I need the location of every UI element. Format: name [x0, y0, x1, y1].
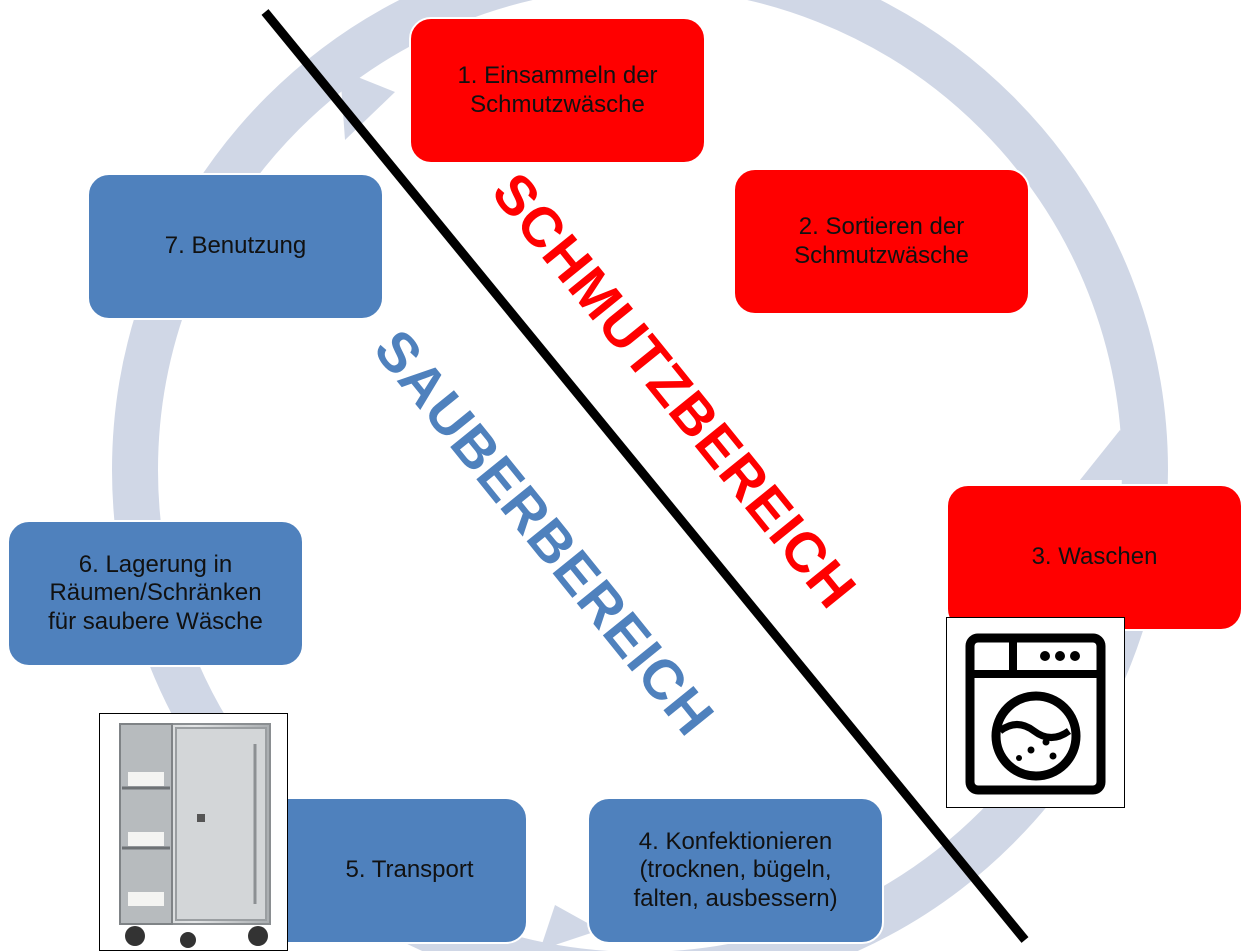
step-1-box: 1. Einsammeln der Schmutzwäsche	[409, 17, 706, 164]
step-6-box: 6. Lagerung in Räumen/Schränken für saub…	[7, 520, 304, 667]
cycle-arrowhead	[340, 70, 395, 140]
step-4-box: 4. Konfektionieren (trocknen, bügeln, fa…	[587, 797, 884, 944]
cycle-ring	[112, 0, 1168, 951]
step-7-box: 7. Benutzung	[87, 173, 384, 320]
step-2-box: 2. Sortieren der Schmutzwäsche	[733, 168, 1030, 315]
washing-machine-icon	[946, 617, 1125, 808]
zone-divider-line	[261, 9, 1029, 943]
step-3-box: 3. Waschen	[946, 484, 1243, 631]
cycle-arrowhead	[540, 905, 600, 950]
laundry-cart-photo	[99, 713, 288, 951]
cycle-arrowhead	[1080, 430, 1150, 480]
